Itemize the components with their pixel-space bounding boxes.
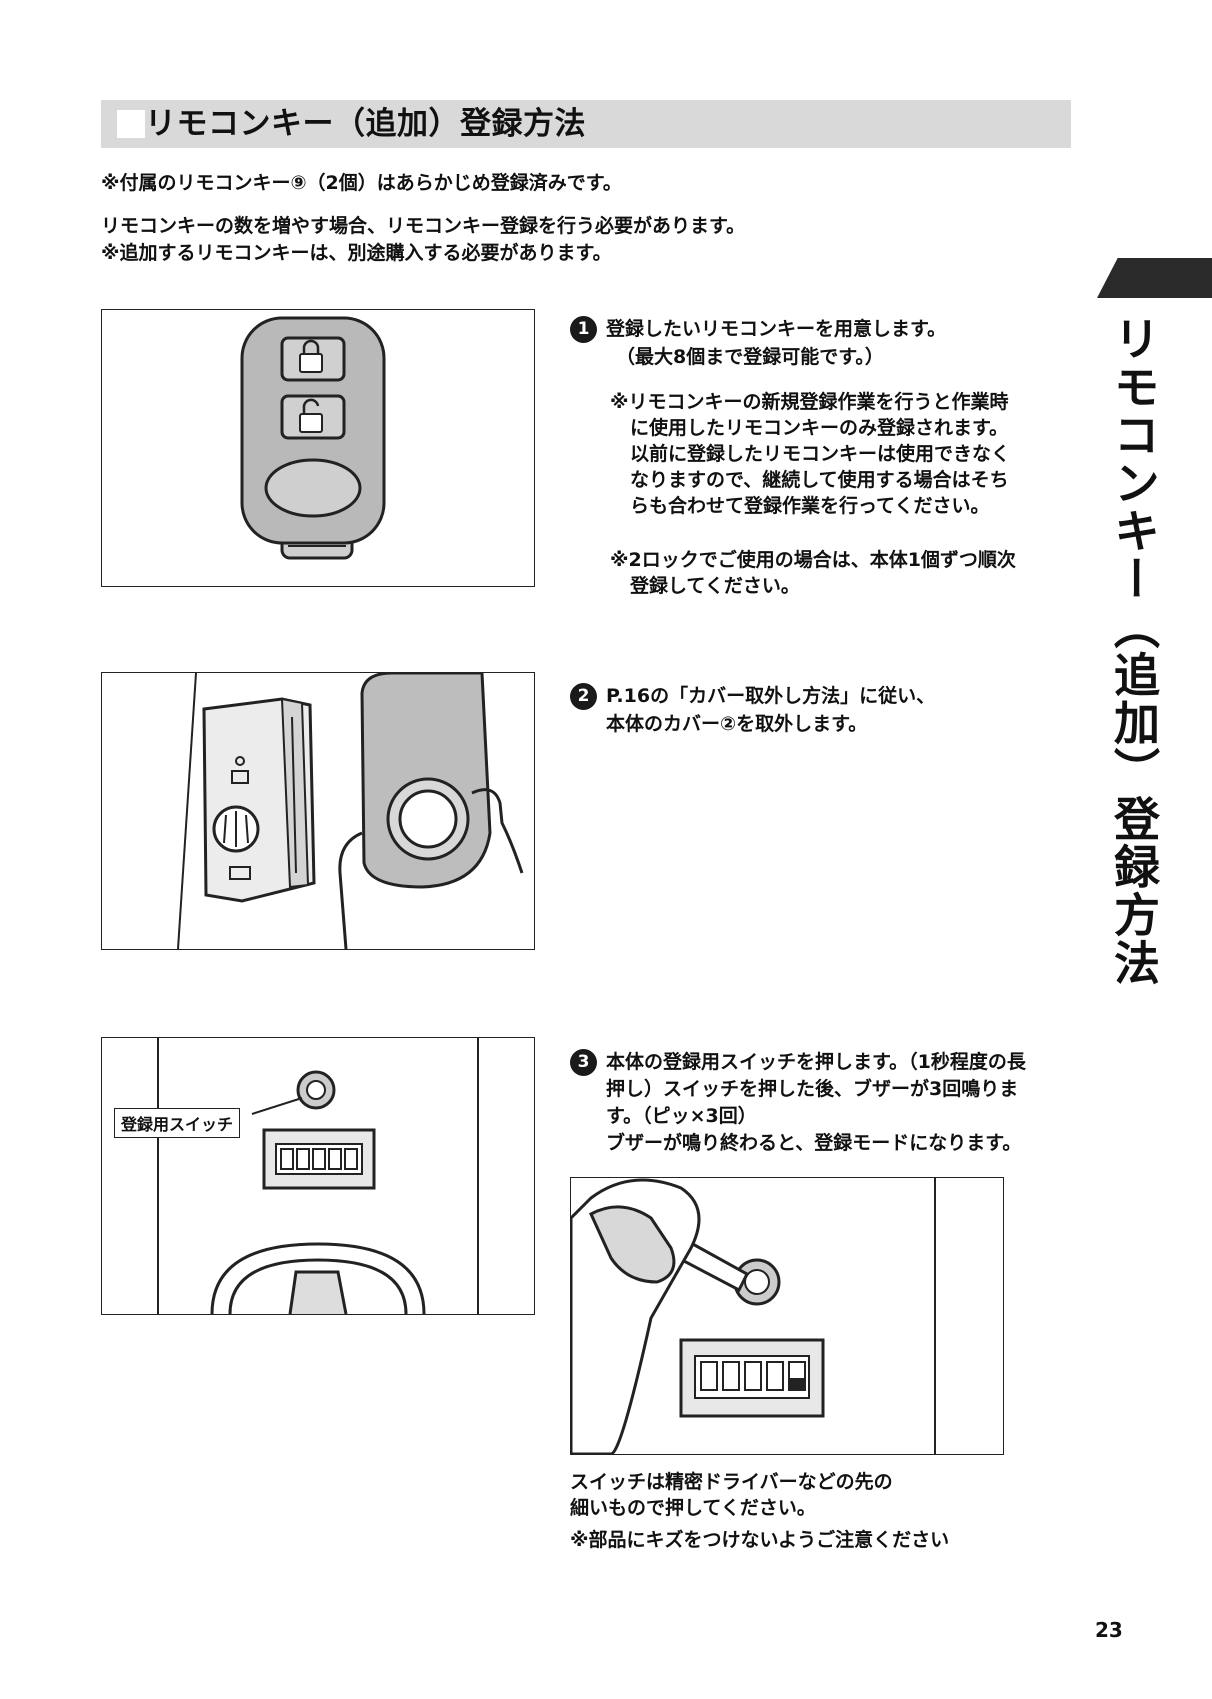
step-1-number: 1: [570, 316, 597, 343]
remote-key-illustration: [240, 316, 386, 560]
step-1-note-1: ※リモコンキーの新規登録作業を行うと作業時 に使用したリモコンキーのみ登録されま…: [610, 389, 1010, 519]
caption-line-1: スイッチは精密ドライバーなどの先の: [570, 1471, 893, 1493]
cover-removal-illustration: [177, 673, 524, 949]
caption-line-3: ※部品にキズをつけないようご注意ください: [570, 1529, 950, 1551]
intro-line-3: ※追加するリモコンキーは、別途購入する必要があります。: [101, 242, 612, 264]
note-line: ※2ロックでご使用の場合は、本体1個ずつ順次: [610, 549, 1016, 571]
figure-registration-switch: 登録用スイッチ: [101, 1037, 535, 1315]
note-line: 以前に登録したリモコンキーは使用できなく: [630, 443, 1011, 465]
note-line: らも合わせて登録作業を行ってください。: [630, 495, 990, 517]
switch-illustration: [157, 1038, 479, 1314]
pressing-switch-illustration: [571, 1178, 936, 1454]
step-1: 1 登録したいリモコンキーを用意します。 （最大8個まで登録可能です。）: [570, 316, 1070, 376]
step-2-line-1: P.16の「カバー取外し方法」に従い、: [606, 685, 936, 707]
figure-pressing-switch: [570, 1177, 1004, 1455]
caption: スイッチは精密ドライバーなどの先の 細いもので押してください。 ※部品にキズをつ…: [570, 1469, 949, 1553]
step-1-line-2: （最大8個まで登録可能です。）: [616, 346, 884, 368]
step-2: 2 P.16の「カバー取外し方法」に従い、 本体のカバー②を取外します。: [570, 683, 1070, 743]
figure-cover-removal: [101, 672, 535, 950]
intro-line-1: ※付属のリモコンキー⑨（2個）はあらかじめ登録済みです。: [101, 172, 622, 194]
step-1-note-2: ※2ロックでご使用の場合は、本体1個ずつ順次 登録してください。: [610, 547, 1016, 599]
step-3-line-4: ブザーが鳴り終わると、登録モードになります。: [606, 1132, 1022, 1154]
note-line: 登録してください。: [630, 575, 800, 597]
step-3-line-1: 本体の登録用スイッチを押します。（1秒程度の長: [606, 1051, 1026, 1073]
note-line: なりますので、継続して使用する場合はそち: [630, 469, 1009, 491]
caption-line-2: 細いもので押してください。: [570, 1497, 816, 1519]
switch-label: 登録用スイッチ: [114, 1108, 241, 1138]
step-3-line-3: す。（ピッ×3回）: [606, 1105, 757, 1127]
step-1-line-1: 登録したいリモコンキーを用意します。: [606, 318, 947, 340]
step-3-number: 3: [570, 1049, 597, 1076]
page-number: 23: [1095, 1618, 1123, 1642]
step-3: 3 本体の登録用スイッチを押します。（1秒程度の長 押し）スイッチを押した後、ブ…: [570, 1049, 1080, 1159]
note-line: に使用したリモコンキーのみ登録されます。: [630, 417, 1009, 439]
step-3-line-2: 押し）スイッチを押した後、ブザーが3回鳴りま: [606, 1078, 1019, 1100]
section-title: リモコンキー（追加）登録方法: [145, 106, 586, 142]
note-line: ※リモコンキーの新規登録作業を行うと作業時: [610, 391, 1009, 413]
intro-line-2: リモコンキーの数を増やす場合、リモコンキー登録を行う必要があります。: [101, 215, 746, 237]
step-2-number: 2: [570, 683, 597, 710]
figure-remote-key: [101, 309, 535, 587]
section-title-bar: リモコンキー（追加）登録方法: [101, 100, 1071, 148]
side-tab: [1097, 258, 1212, 298]
title-marker: [117, 110, 145, 138]
side-title: リモコンキー（追加）登録方法: [1107, 315, 1161, 987]
step-2-line-2: 本体のカバー②を取外します。: [606, 713, 868, 735]
